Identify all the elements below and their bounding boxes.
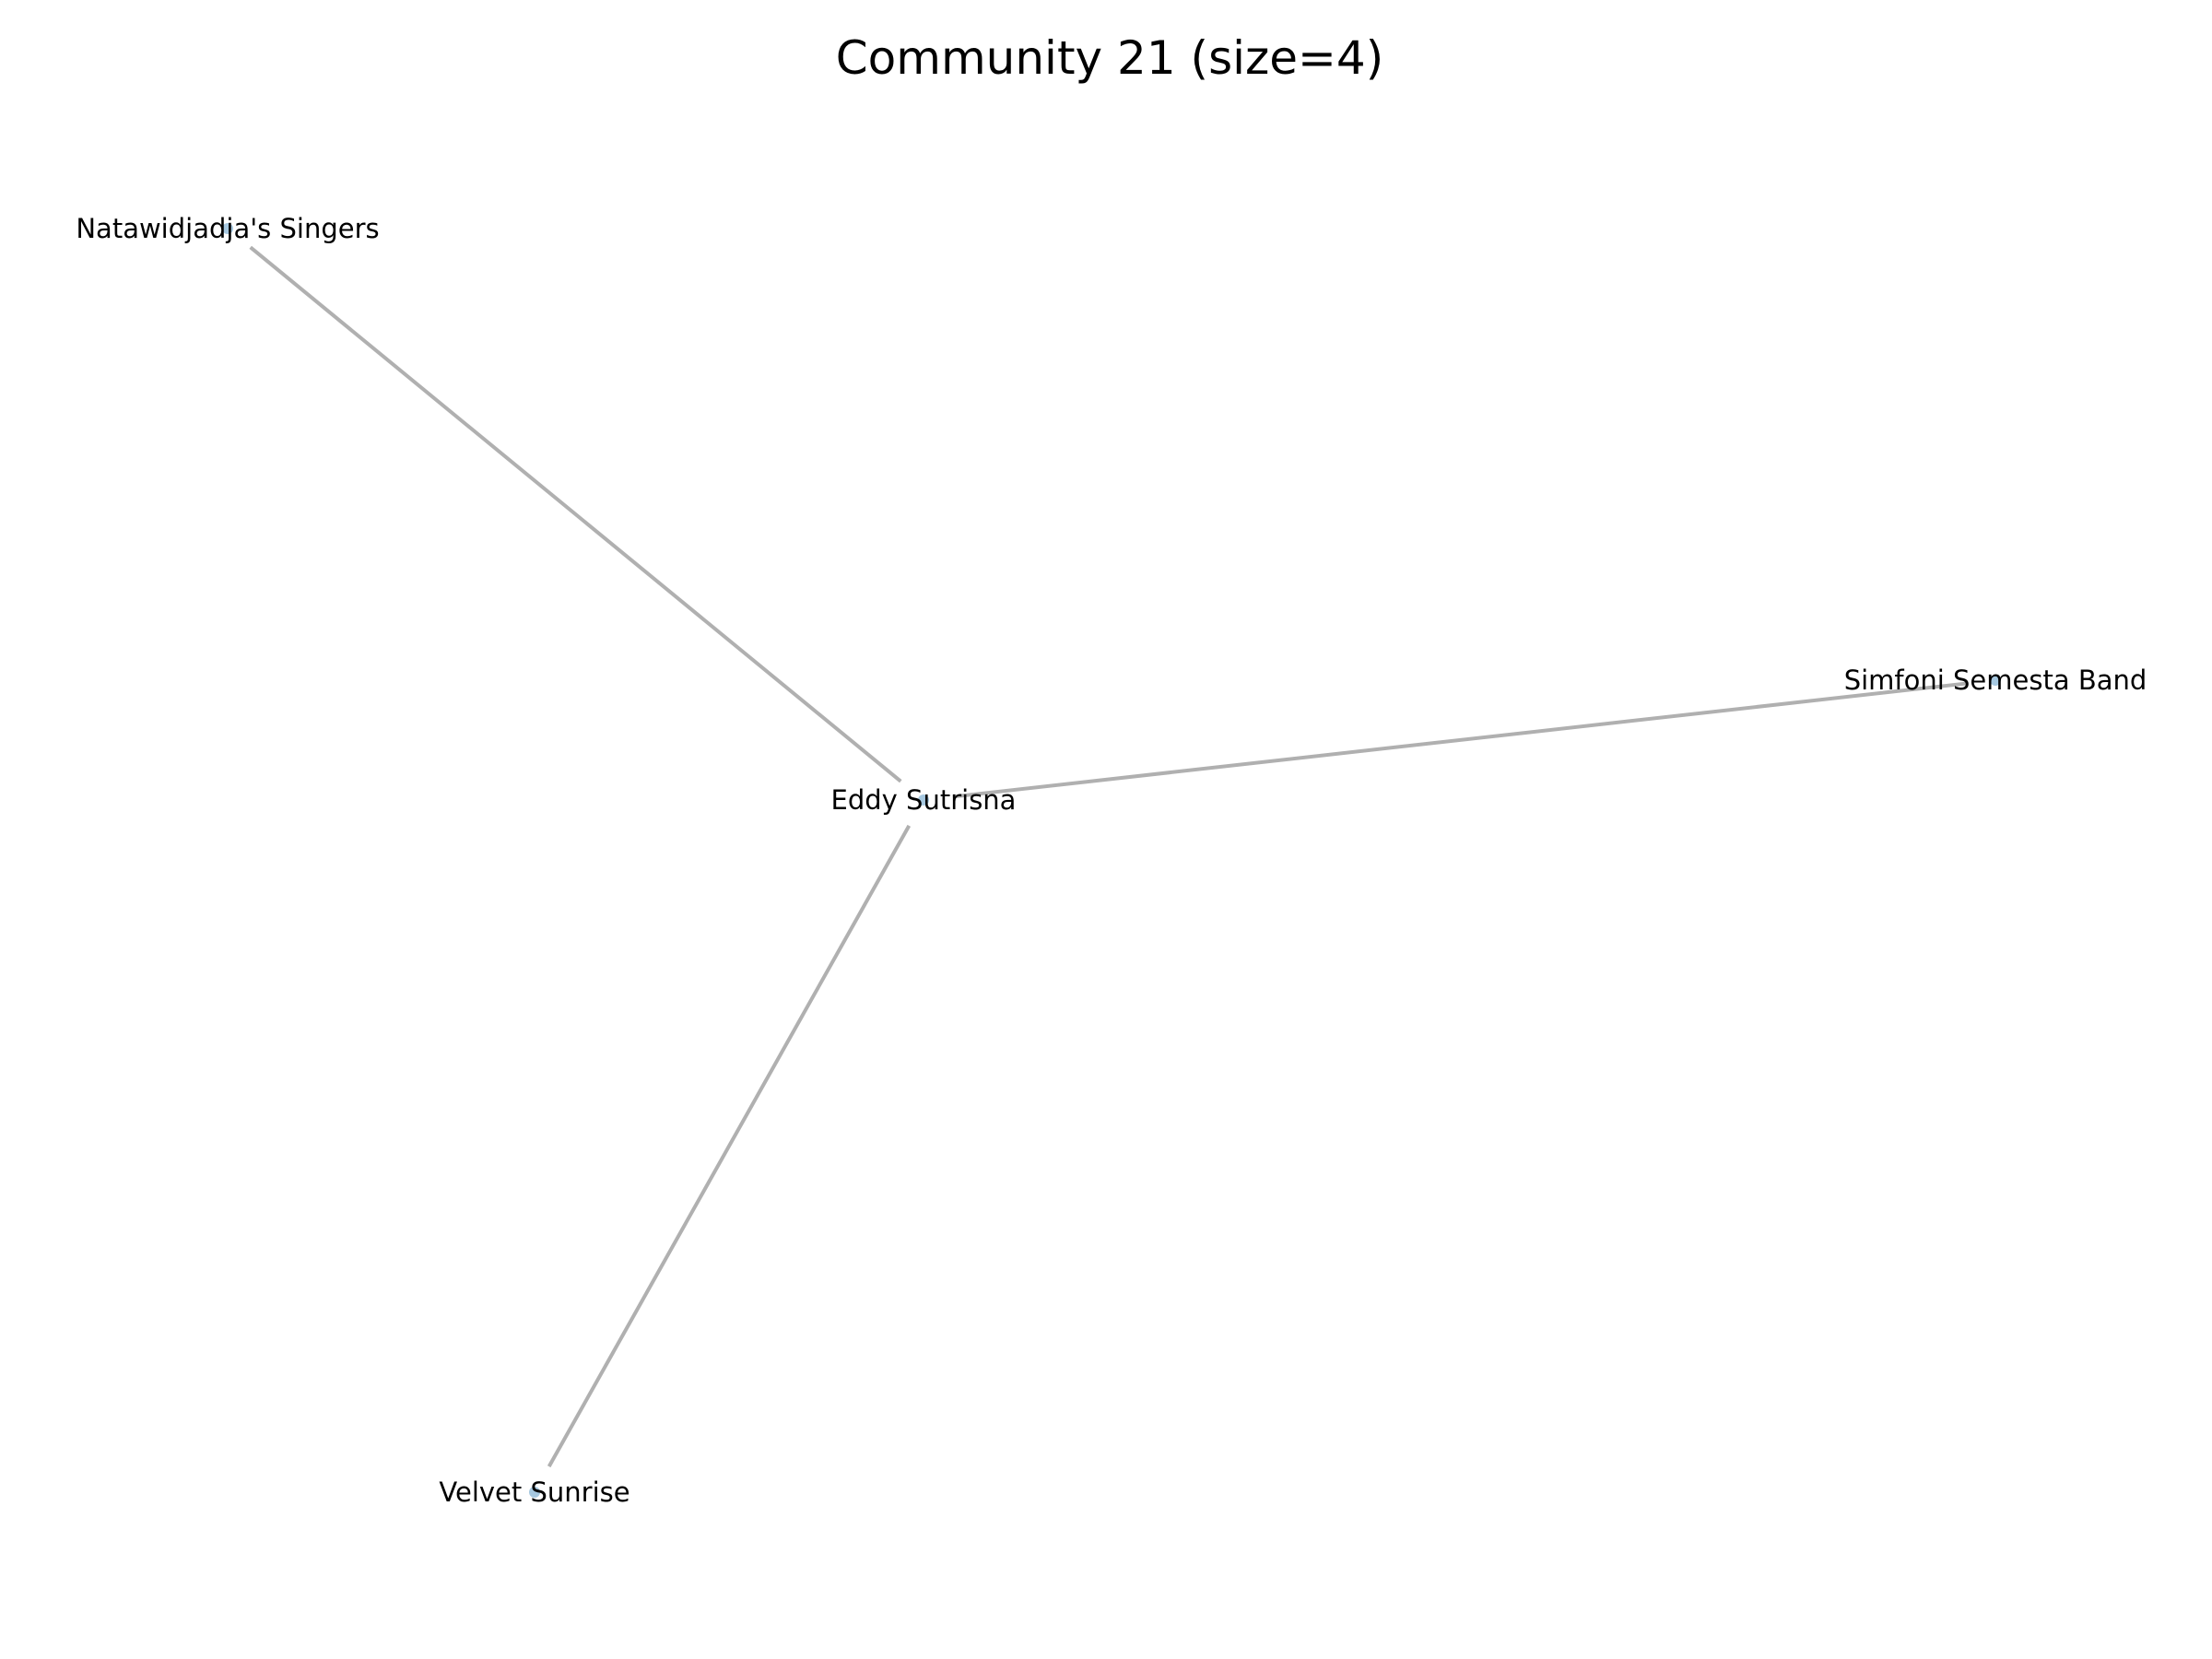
node-dot-simfoni — [1990, 675, 2001, 686]
node-label-simfoni: Simfoni Semesta Band — [1844, 665, 2147, 696]
node-simfoni[interactable]: Simfoni Semesta Band — [1844, 665, 2147, 696]
node-label-eddy: Eddy Sutrisna — [831, 784, 1017, 816]
edge-eddy-natawidjadja — [249, 245, 902, 783]
graph-title: Community 21 (size=4) — [836, 31, 1383, 85]
node-velvet[interactable]: Velvet Sunrise — [439, 1477, 629, 1508]
edge-eddy-simfoni — [952, 681, 1967, 799]
node-dot-natawidjadja — [222, 223, 233, 234]
node-dot-velvet — [529, 1487, 540, 1498]
nodes-layer: Eddy Sutrisna Natawidjadja's SingersSimfo… — [76, 213, 2147, 1508]
node-dot-eddy — [918, 794, 929, 806]
edge-eddy-velvet — [547, 824, 912, 1468]
node-natawidjadja[interactable]: Natawidjadja's Singers — [76, 213, 379, 244]
node-label-natawidjadja: Natawidjadja's Singers — [76, 213, 379, 244]
node-label-velvet: Velvet Sunrise — [439, 1477, 629, 1508]
edges-layer — [249, 245, 1967, 1468]
node-eddy[interactable]: Eddy Sutrisna — [831, 784, 1017, 816]
